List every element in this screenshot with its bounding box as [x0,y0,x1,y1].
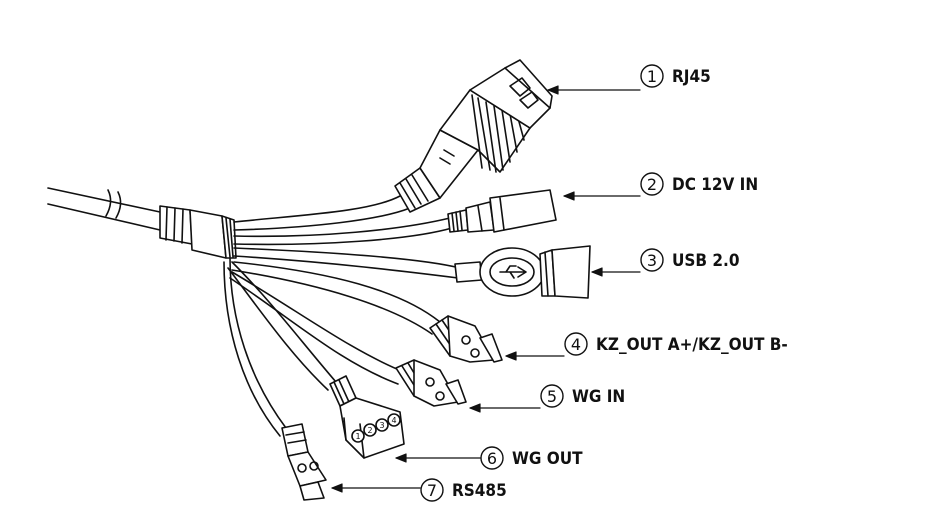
callout-4-number: 4 [571,335,581,354]
terminal-number-2: 2 [367,426,372,435]
wire-kz-out [231,261,503,363]
terminal-number-4: 4 [391,416,396,425]
callout-circles [420,64,664,502]
callout-5-number: 5 [547,387,557,406]
wire-usb [233,245,591,299]
callout-2-label: DC 12V IN [672,175,758,195]
wire-rj45 [233,59,553,231]
leader-lines [331,85,641,493]
callout-4-label: KZ_OUT A+/KZ_OUT B- [596,335,788,355]
callout-3-number: 3 [647,251,657,270]
callout-6-label: WG OUT [512,449,583,469]
callout-7-number: 7 [427,481,437,500]
callout-1-label: RJ45 [672,67,711,87]
callout-2-number: 2 [647,175,657,194]
callout-6-number: 6 [487,449,497,468]
wire-rs485 [223,257,327,501]
terminal-block-numbers [351,413,401,443]
callout-7-label: RS485 [452,481,507,501]
callout-3-label: USB 2.0 [672,251,740,271]
terminal-number-3: 3 [379,421,384,430]
wire-dc [233,189,557,246]
callout-1-number: 1 [647,67,657,86]
terminal-number-1: 1 [355,432,360,441]
main-cable [47,187,237,259]
callout-5-label: WG IN [572,387,625,407]
